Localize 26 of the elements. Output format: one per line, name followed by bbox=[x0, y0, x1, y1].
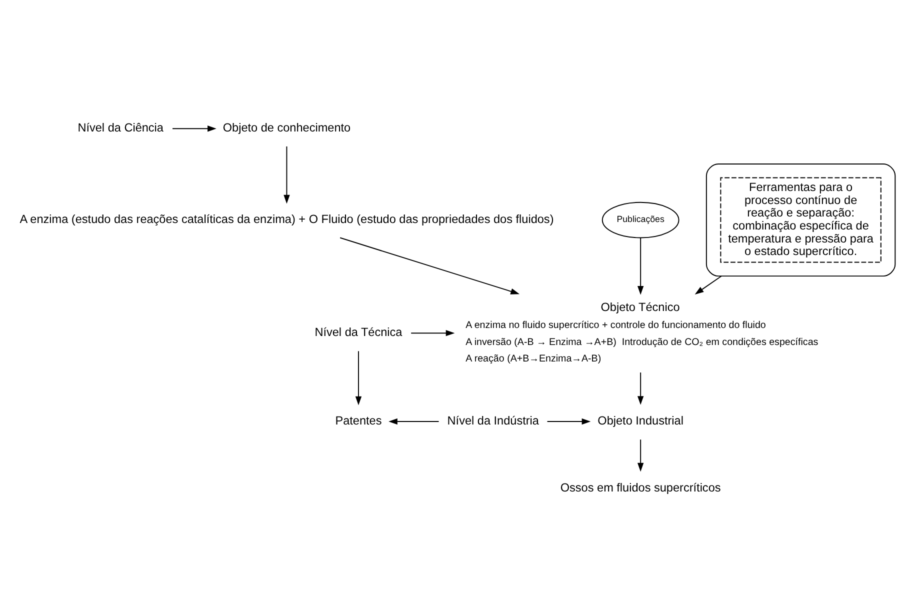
node-text: Patentes bbox=[335, 414, 382, 428]
node-ellipse: Publicações bbox=[602, 201, 680, 238]
node-label: A enzima no fluido supercrítico + controle do funcionamento do fluido bbox=[466, 320, 766, 331]
node-text: Nível da Indústria bbox=[447, 414, 539, 428]
arrow bbox=[637, 372, 644, 404]
arrow bbox=[388, 418, 440, 424]
arrow bbox=[694, 275, 722, 294]
node-label: A inversão (A-B → Enzima →A+B) Introdução de CO₂ em condições específicas bbox=[466, 336, 818, 348]
arrow bbox=[172, 125, 216, 132]
node-text: Ossos em fluidos supercríticos bbox=[560, 480, 721, 494]
arrow bbox=[340, 236, 520, 294]
node-text: Objeto Técnico bbox=[600, 300, 680, 314]
node-box: Ferramentas para o processo contínuo de reação e separação: combinação específica de temperatura e pressão para o estado supercrítico. bbox=[720, 176, 882, 262]
arrow bbox=[410, 329, 455, 336]
node-text: Objeto Industrial bbox=[598, 414, 684, 428]
node-text: Nível da Técnica bbox=[314, 326, 402, 339]
node-text: Nível da Ciência bbox=[78, 121, 164, 134]
arrow bbox=[637, 438, 644, 472]
arrow bbox=[546, 418, 591, 424]
node-label: A reação (A+B→Enzima→A-B) bbox=[466, 353, 602, 364]
arrow bbox=[355, 350, 362, 405]
cluster bbox=[706, 163, 896, 276]
node-text: Objeto de conhecimento bbox=[222, 121, 351, 134]
arrow bbox=[284, 145, 290, 204]
arrow bbox=[637, 236, 644, 294]
node-text: A enzima (estudo das reações catalíticas da enzima) + O Fluido (estudo das propriedades dos fluidos) bbox=[20, 212, 554, 226]
